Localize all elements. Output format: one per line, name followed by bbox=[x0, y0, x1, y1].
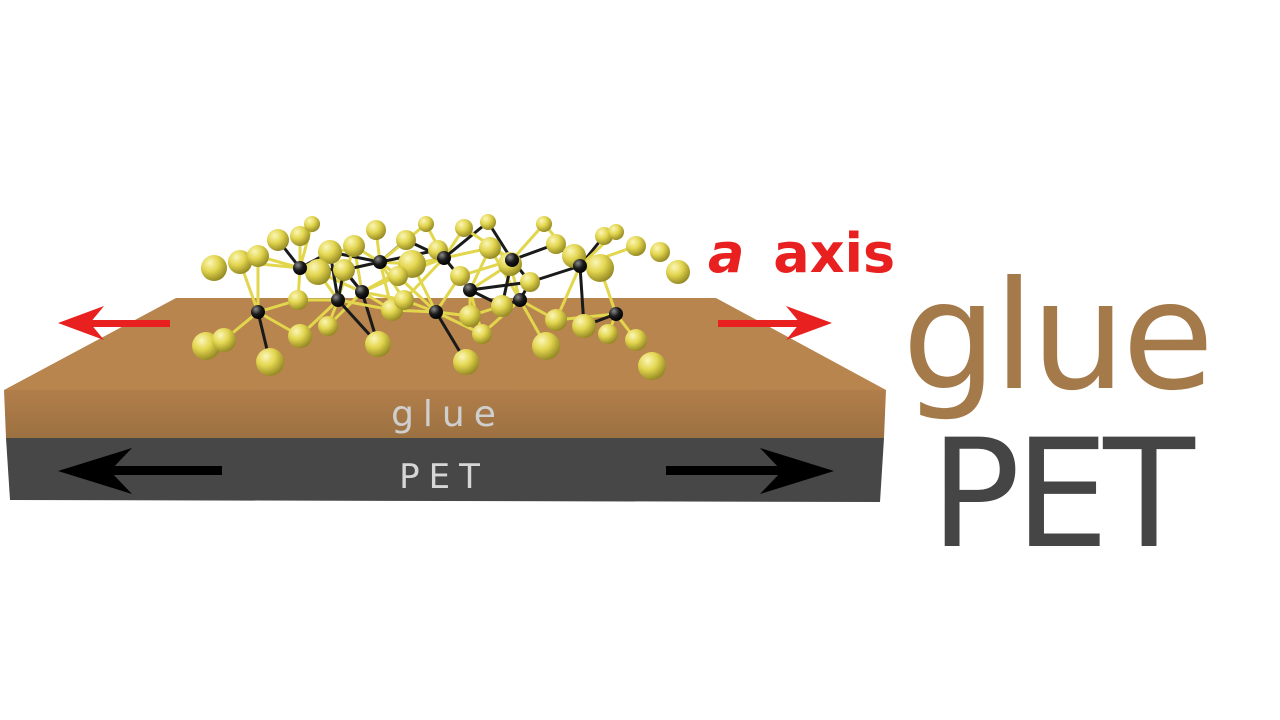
crystal-structure bbox=[192, 214, 690, 380]
right-strain-arrow bbox=[666, 448, 834, 494]
sulfur-atom bbox=[450, 266, 470, 286]
metal-atom bbox=[251, 305, 265, 319]
sulfur-atom bbox=[288, 324, 312, 348]
metal-atom bbox=[513, 293, 527, 307]
sulfur-atom bbox=[491, 295, 513, 317]
sulfur-atom bbox=[333, 259, 355, 281]
sulfur-atom bbox=[598, 324, 618, 344]
sulfur-atom bbox=[256, 348, 284, 376]
sulfur-atom bbox=[546, 234, 566, 254]
left-axis-arrow bbox=[58, 306, 170, 340]
sulfur-atom bbox=[453, 349, 479, 375]
sulfur-atom bbox=[666, 260, 690, 284]
sulfur-atom bbox=[638, 352, 666, 380]
glue-layer-label: glue bbox=[391, 394, 505, 435]
sulfur-atom bbox=[394, 290, 414, 310]
metal-atom bbox=[331, 293, 345, 307]
bond bbox=[469, 280, 531, 292]
metal-atom bbox=[609, 307, 623, 321]
metal-atom bbox=[463, 283, 477, 297]
glue-layer-front bbox=[4, 390, 886, 438]
metal-atom bbox=[355, 285, 369, 299]
crystal-atoms bbox=[192, 214, 690, 380]
sulfur-atom bbox=[480, 214, 496, 230]
sulfur-atom bbox=[304, 216, 320, 232]
sulfur-atom bbox=[396, 230, 416, 250]
metal-atom bbox=[429, 305, 443, 319]
axis-word: axis bbox=[773, 222, 895, 285]
sulfur-atom bbox=[212, 328, 236, 352]
bond bbox=[510, 223, 546, 261]
sulfur-atom bbox=[388, 266, 408, 286]
sulfur-atom bbox=[418, 216, 434, 232]
sulfur-atom bbox=[532, 332, 560, 360]
sulfur-atom bbox=[520, 272, 540, 292]
metal-atom bbox=[437, 251, 451, 265]
sulfur-atom bbox=[545, 309, 567, 331]
left-strain-arrow bbox=[58, 448, 222, 494]
sulfur-atom bbox=[472, 324, 492, 344]
metal-atom bbox=[573, 259, 587, 273]
sulfur-atom bbox=[572, 314, 596, 338]
sulfur-atom bbox=[626, 236, 646, 256]
metal-atom bbox=[505, 253, 519, 267]
pet-substrate bbox=[6, 438, 884, 502]
sulfur-atom bbox=[650, 242, 670, 262]
axis-label: a axis bbox=[708, 222, 895, 285]
sulfur-atom bbox=[365, 331, 391, 357]
bond bbox=[443, 220, 489, 260]
pet-layer-label: PET bbox=[399, 457, 489, 497]
sulfur-atom bbox=[586, 254, 614, 282]
sulfur-atom bbox=[267, 229, 289, 251]
sulfur-atom bbox=[608, 224, 624, 240]
sulfur-atom bbox=[290, 226, 310, 246]
axis-letter: a bbox=[708, 222, 744, 285]
sulfur-atom bbox=[459, 305, 481, 327]
sulfur-atom bbox=[455, 219, 473, 237]
sulfur-atom bbox=[318, 316, 338, 336]
sulfur-atom bbox=[228, 250, 252, 274]
sulfur-atom bbox=[318, 240, 342, 264]
sulfur-atom bbox=[366, 220, 386, 240]
right-axis-arrow bbox=[718, 306, 832, 340]
legend-glue-label: glue bbox=[902, 250, 1214, 424]
metal-atom bbox=[293, 261, 307, 275]
sulfur-atom bbox=[201, 255, 227, 281]
sulfur-atom bbox=[479, 237, 501, 259]
sulfur-atom bbox=[288, 290, 308, 310]
legend-pet-label: PET bbox=[930, 408, 1195, 582]
metal-atom bbox=[373, 255, 387, 269]
sulfur-atom bbox=[625, 329, 647, 351]
sulfur-atom bbox=[247, 245, 269, 267]
sulfur-atom bbox=[343, 235, 365, 257]
sulfur-atom bbox=[305, 259, 331, 285]
sulfur-atom bbox=[536, 216, 552, 232]
